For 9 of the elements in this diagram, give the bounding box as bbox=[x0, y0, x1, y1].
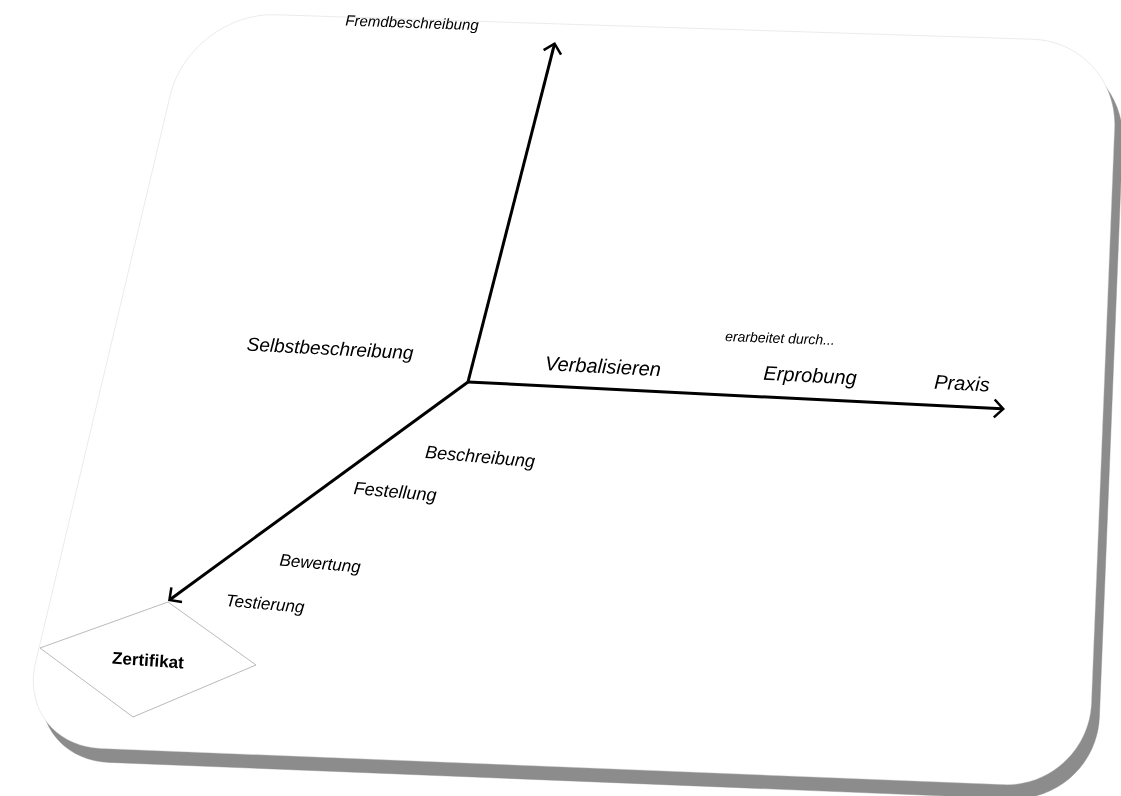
axis-label: erarbeitet durch... bbox=[725, 331, 833, 345]
axis-label: Fremdbeschreibung bbox=[345, 15, 479, 34]
axis-label: Praxis bbox=[934, 375, 990, 392]
axis-label: Festellung bbox=[353, 481, 437, 505]
axis-label: Bewertung bbox=[279, 554, 361, 576]
axis-label: Selbstbeschreibung bbox=[247, 337, 414, 363]
axis-label: Erprobung bbox=[763, 366, 857, 389]
axis-label: Beschreibung bbox=[425, 445, 536, 471]
axis-label: Verbalisieren bbox=[547, 356, 661, 377]
